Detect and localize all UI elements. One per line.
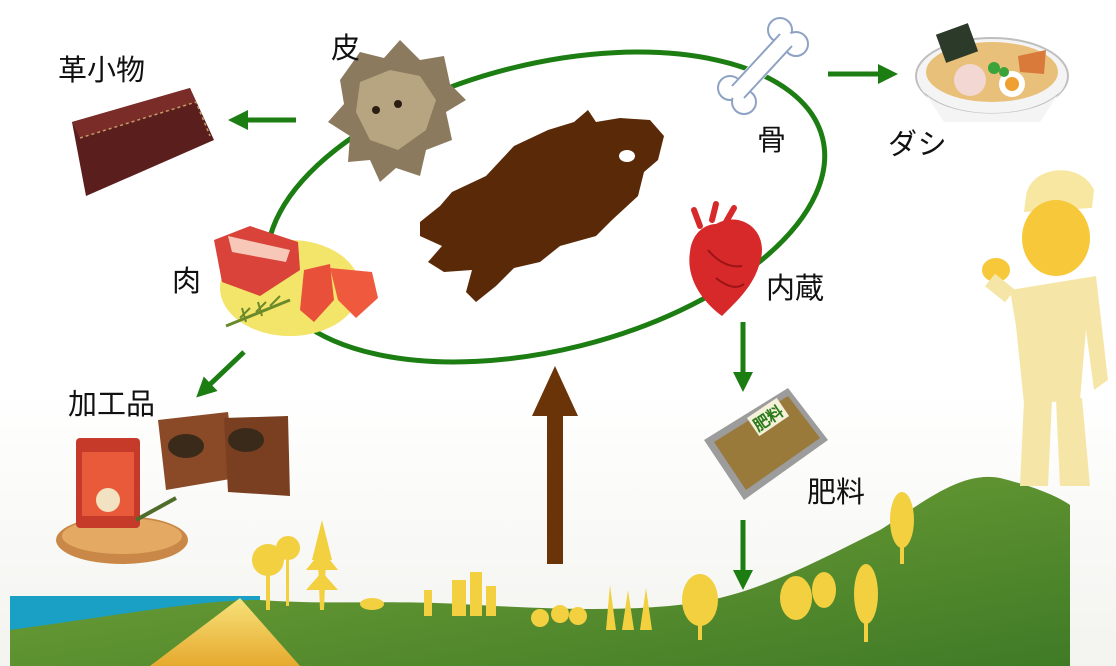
meat-slices-icon	[214, 226, 378, 336]
hill-range	[10, 476, 1070, 666]
jerky-package-icon	[56, 438, 188, 564]
label-meat: 肉	[172, 264, 202, 298]
label-broth: ダシ	[888, 127, 947, 161]
flow-arrows	[196, 64, 898, 590]
heart-organ-icon	[689, 201, 762, 316]
fertilizer-bag-icon	[704, 388, 828, 500]
label-fertilizer: 肥料	[807, 475, 866, 509]
leather-wallet-icon	[72, 88, 214, 196]
boar-pelt-icon	[328, 40, 466, 182]
townscape	[252, 492, 914, 642]
ramen-bowl-icon	[915, 23, 1069, 122]
land-to-boar-arrow	[532, 366, 578, 564]
label-bone: 骨	[757, 123, 787, 157]
label-organs: 内蔵	[766, 271, 825, 305]
boar-silhouette-icon	[420, 110, 664, 302]
label-processed: 加工品	[68, 387, 156, 421]
farmer-figure-icon	[982, 170, 1108, 486]
arrow-meat-to-processed	[196, 350, 246, 398]
sausage-package-icon	[158, 412, 290, 496]
boar-eye	[619, 150, 635, 162]
label-leather-goods: 革小物	[58, 53, 146, 87]
bone-icon	[717, 17, 809, 115]
sunlit-field	[150, 598, 300, 666]
label-skin: 皮	[331, 31, 361, 65]
